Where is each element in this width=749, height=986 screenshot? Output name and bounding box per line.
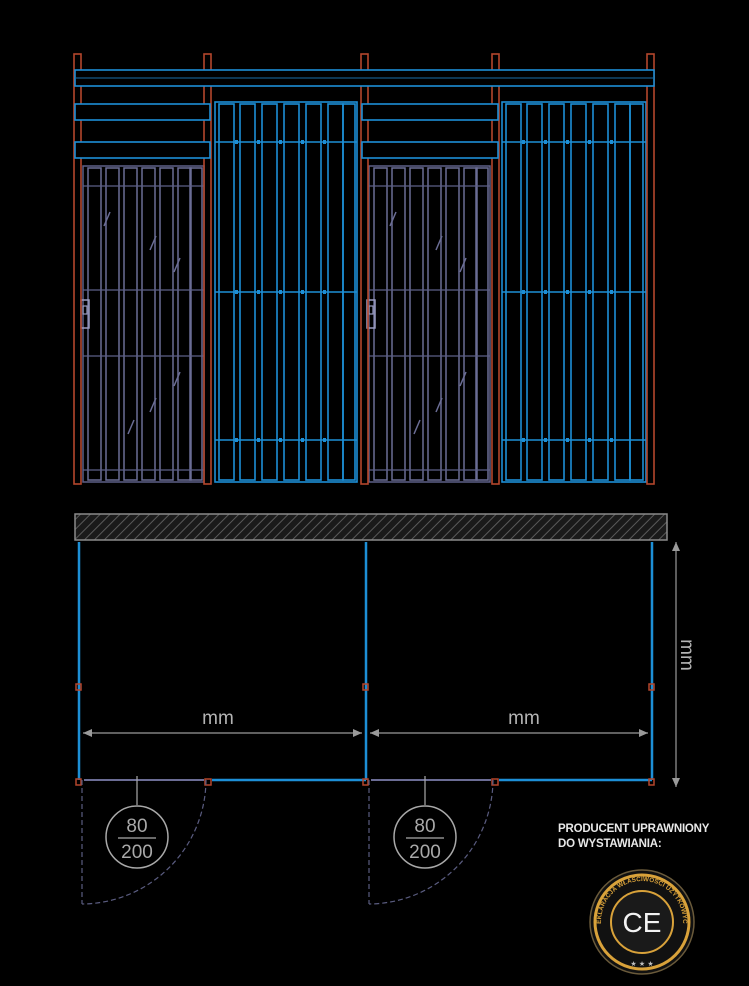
- door-height-left: 200: [121, 842, 153, 863]
- door-size-label-right: 80 200: [393, 776, 457, 869]
- top-rails: [74, 69, 655, 159]
- door-width-right: 80: [414, 816, 435, 837]
- producer-line-2: DO WYSTAWIANIA:: [558, 838, 662, 850]
- wall-hatch: [74, 513, 668, 541]
- depth-unit: mm: [676, 639, 697, 671]
- ce-ring-text: DEKLARACJA WŁAŚCIWOŚCI UŻYTKOWYCH: [0, 0, 688, 924]
- depth-dimension: mm: [672, 542, 697, 787]
- door-leaf-left: [80, 165, 205, 483]
- svg-text:DEKLARACJA WŁAŚCIWOŚCI UŻYTKOW: DEKLARACJA WŁAŚCIWOŚCI UŻYTKOWYCH: [0, 0, 688, 924]
- door-leaf-right: [366, 165, 491, 483]
- fixed-panel-right: [501, 101, 647, 483]
- door-swing-left: [81, 779, 207, 905]
- producer-line-1: PRODUCENT UPRAWNIONY: [558, 823, 710, 835]
- door-handle-icon[interactable]: [366, 299, 376, 329]
- ce-mark: CE: [623, 907, 662, 938]
- width-dimension-left: mm: [83, 708, 362, 737]
- door-width-left: 80: [126, 816, 147, 837]
- door-size-label-left: 80 200: [105, 776, 169, 869]
- producer-statement: PRODUCENT UPRAWNIONY DO WYSTAWIANIA:: [558, 822, 748, 852]
- width-unit-right: mm: [508, 708, 540, 729]
- ce-stars: ★ ★ ★: [630, 960, 653, 968]
- posts: [73, 53, 655, 485]
- door-swing-right: [368, 779, 494, 905]
- width-unit-left: mm: [202, 708, 234, 729]
- width-dimension-right: mm: [370, 708, 648, 737]
- door-height-right: 200: [409, 842, 441, 863]
- fixed-panel-left: [214, 101, 358, 483]
- plan-view: mm mm mm 80 200 80 200: [74, 513, 697, 905]
- front-elevation: [73, 53, 655, 485]
